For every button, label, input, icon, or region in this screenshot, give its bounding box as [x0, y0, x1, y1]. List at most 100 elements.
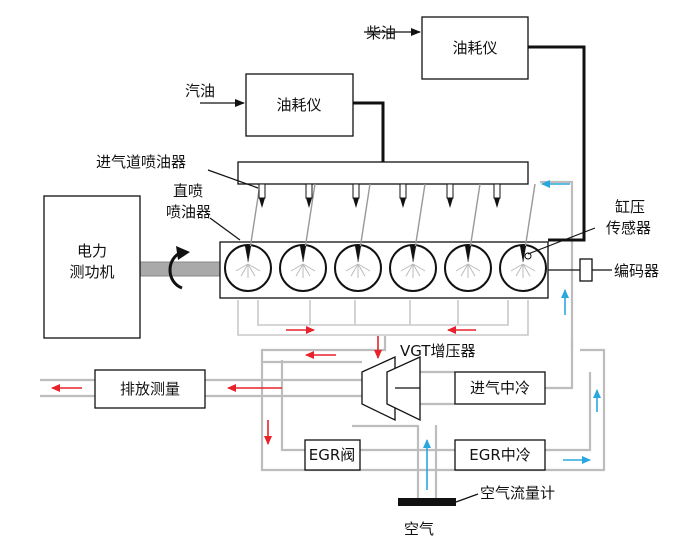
- port-injector-rail: [237, 161, 529, 185]
- port-injector-5: [446, 183, 454, 199]
- port-injector-leader: [207, 169, 259, 189]
- spray-line: [510, 263, 524, 272]
- spray-line: [412, 263, 426, 272]
- dyno-shaft: [139, 261, 221, 277]
- compressor-outlet-duct: [420, 370, 455, 406]
- port-injector-tip-icon: [400, 198, 406, 208]
- spray-line: [357, 263, 371, 272]
- encoder-block: [579, 258, 593, 282]
- cyl-sensor-leader: [527, 227, 596, 255]
- port-injector-label: 进气道喷油器: [96, 153, 186, 171]
- cylinder-group: [224, 183, 547, 292]
- direct-injector-tip-icon: [520, 246, 526, 262]
- rotation-arrowhead-icon: [176, 246, 190, 260]
- direct-injector-tip-icon: [300, 246, 306, 262]
- dyno-block: [43, 195, 141, 339]
- emission-block: [94, 369, 206, 409]
- spray-line: [467, 263, 476, 277]
- spray-line: [302, 263, 311, 277]
- spray-line: [405, 263, 414, 277]
- direct-injector-tip-icon: [410, 246, 416, 262]
- spray-line: [455, 263, 469, 272]
- diesel-fuel-line: [528, 45, 586, 242]
- spray-line: [515, 263, 524, 277]
- intercooler-out-pipe: [545, 340, 574, 390]
- spray-line: [400, 263, 414, 272]
- fuel-meter-top-label: 油耗仪: [452, 39, 497, 57]
- spray-line: [412, 263, 421, 277]
- port-injector-tip-icon: [353, 198, 359, 208]
- egr-cooler-label: EGR中冷: [469, 446, 531, 464]
- spray-line: [357, 263, 366, 277]
- port-injector-tip-icon: [306, 198, 312, 208]
- dyno-label-line2: 测功机: [69, 263, 114, 281]
- direct-injector-leader: [209, 217, 241, 241]
- direct-injector-tip-icon: [245, 246, 251, 262]
- cyl-sensor-label-line2: 传感器: [606, 219, 651, 237]
- egr-valve-block: [304, 439, 361, 471]
- direct-injector-tip-icon: [465, 246, 471, 262]
- spray-line: [350, 263, 359, 277]
- spray-line: [460, 263, 469, 277]
- fuel-meter-left-block: [245, 73, 354, 137]
- port-injector-tip-icon: [259, 198, 265, 208]
- exhaust-main-duct: [205, 378, 362, 398]
- direct-injector-label-line1: 直喷: [173, 182, 203, 200]
- component-blocks: 油耗仪 油耗仪 电力 测功机 排放测量 进气中冷 EGR阀 EGR中冷: [43, 16, 593, 506]
- egr-feed-pipe: [280, 360, 305, 452]
- gasoline-label: 汽油: [185, 82, 215, 100]
- fuel-lines: [200, 28, 586, 242]
- spray-line: [295, 263, 304, 277]
- spray-line: [467, 263, 481, 272]
- exhaust-egr-loop: [260, 336, 606, 472]
- spray-line: [240, 263, 249, 277]
- egr-cooler-out-pipe: [545, 372, 592, 452]
- leader-lines: [207, 169, 612, 503]
- exhaust-flow-arrows: [51, 326, 476, 445]
- direct-injector-label-line2: 喷油器: [166, 203, 211, 221]
- gasoline-fuel-line: [353, 101, 385, 162]
- intercooler-block: [454, 371, 546, 405]
- diesel-label: 柴油: [366, 24, 396, 42]
- spray-line: [345, 263, 359, 272]
- cyl-sensor-label-line1: 缸压: [615, 198, 645, 216]
- intercooler-label: 进气中冷: [470, 379, 530, 397]
- port-injector-6: [493, 183, 501, 199]
- air-intake-pipe: [416, 425, 438, 500]
- exhaust-runner-outer: [237, 300, 529, 336]
- egr-cooler-block: [454, 439, 546, 471]
- spray-line: [522, 263, 531, 277]
- spray-line: [247, 263, 256, 277]
- emission-label: 排放测量: [120, 380, 180, 398]
- port-injector-tip-icon: [494, 198, 500, 208]
- port-injector-1: [258, 183, 266, 199]
- vgt-label: VGT增压器: [400, 342, 476, 360]
- port-injector-tip-icon: [447, 198, 453, 208]
- engine-block: [219, 241, 549, 299]
- pipe-network: [40, 180, 606, 500]
- fuel-meter-top-block: [421, 16, 529, 80]
- direct-injector-tip-icon: [355, 246, 361, 262]
- spray-line: [247, 263, 261, 272]
- exhaust-runner-branches: [309, 300, 459, 325]
- exhaust-outlet-duct: [40, 378, 95, 398]
- port-injector-4: [399, 183, 407, 199]
- exhaust-runner-inner: [257, 300, 509, 326]
- spray-line: [522, 263, 536, 272]
- spray-line: [235, 263, 249, 272]
- air-flow-meter-label: 空气流量计: [480, 484, 555, 502]
- air-flow-meter-leader: [455, 493, 479, 503]
- egr-valve-label: EGR阀: [309, 446, 356, 464]
- port-injector-3: [352, 183, 360, 199]
- port-injector-2: [305, 183, 313, 199]
- spray-line: [290, 263, 304, 272]
- air-flow-meter-block: [398, 498, 456, 506]
- dyno-label-line1: 电力: [77, 242, 107, 260]
- spray-line: [302, 263, 316, 272]
- intake-return-pipe: [540, 180, 574, 350]
- encoder-label: 编码器: [614, 262, 659, 280]
- air-label: 空气: [404, 520, 434, 538]
- cyl-pressure-sensor-icon: [524, 252, 532, 260]
